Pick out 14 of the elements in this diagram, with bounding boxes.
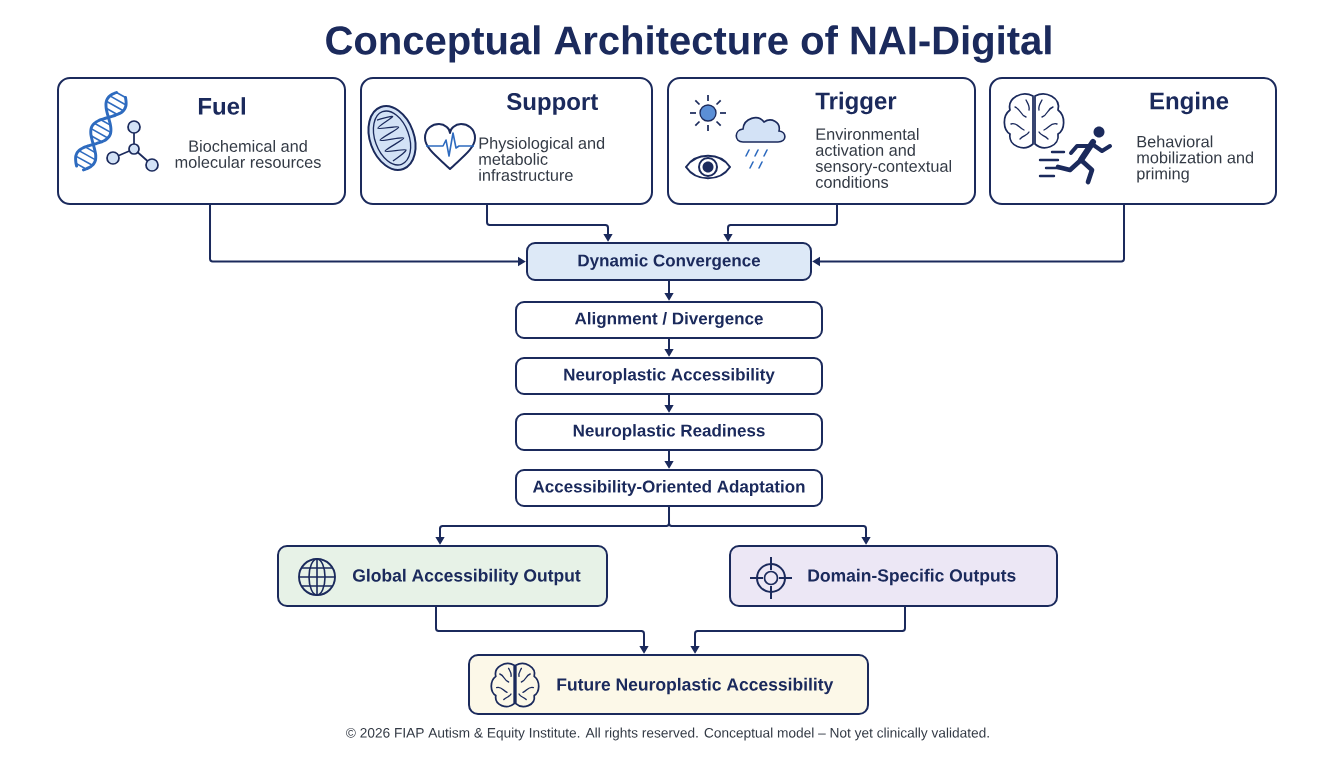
- process-box: Neuroplastic Readiness: [515, 413, 823, 451]
- category-box: Trigger Environmental activation and sensory-contextual conditions: [667, 77, 976, 205]
- category-box: Fuel Biochemical and molecular resources: [57, 77, 346, 205]
- process-box: Alignment / Divergence: [515, 301, 823, 339]
- process-box: Neuroplastic Accessibility: [515, 357, 823, 395]
- title: Conceptual Architecture of NAI-Digital: [326, 25, 1051, 63]
- output-box: Future Neuroplastic Accessibility: [468, 654, 869, 715]
- footer-note: © 2026 FIAP Autism & Equity Institute. All rights reserved. Conceptual model – Not yet clinically validated.: [346, 727, 989, 741]
- category-box: Engine Behavioral mobilization and priming: [989, 77, 1277, 205]
- process-box: Accessibility-Oriented Adaptation: [515, 469, 823, 507]
- category-box: Support Physiological and metabolic infrastructure: [360, 77, 653, 205]
- output-box: Domain-Specific Outputs: [729, 545, 1058, 607]
- process-box: Dynamic Convergence: [526, 242, 812, 281]
- output-box: Global Accessibility Output: [277, 545, 608, 607]
